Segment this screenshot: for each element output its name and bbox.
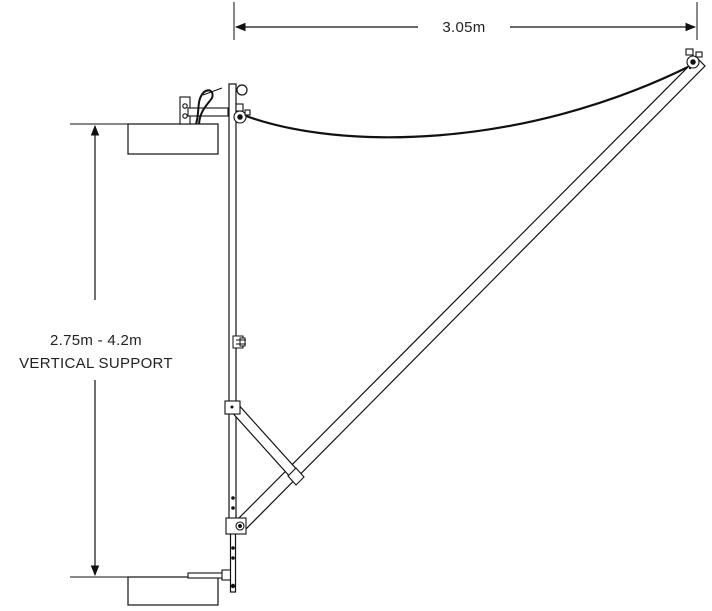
mast-clamp — [232, 335, 246, 349]
diagonal-boom — [234, 57, 706, 533]
mast-top-pulley — [233, 103, 251, 124]
boom-collar — [287, 467, 305, 486]
strut-brace — [224, 400, 305, 486]
boom-tip-pulley — [685, 48, 703, 69]
span-dimension: 3.05m — [233, 2, 698, 40]
lower-mount-bracket — [187, 569, 233, 581]
upper-mount-bracket — [179, 87, 229, 125]
upper-counterweight-block — [127, 123, 219, 155]
vertical-range-label: 2.75m - 4.2m — [50, 332, 142, 349]
support-cable — [245, 65, 691, 139]
span-label: 3.05m — [442, 19, 485, 36]
vertical-support-caption: VERTICAL SUPPORT — [19, 355, 173, 372]
lower-counterweight-block — [127, 576, 219, 606]
vertical-dimension: 2.75m - 4.2m VERTICAL SUPPORT — [19, 123, 173, 578]
boom-pivot-bracket — [225, 517, 247, 535]
